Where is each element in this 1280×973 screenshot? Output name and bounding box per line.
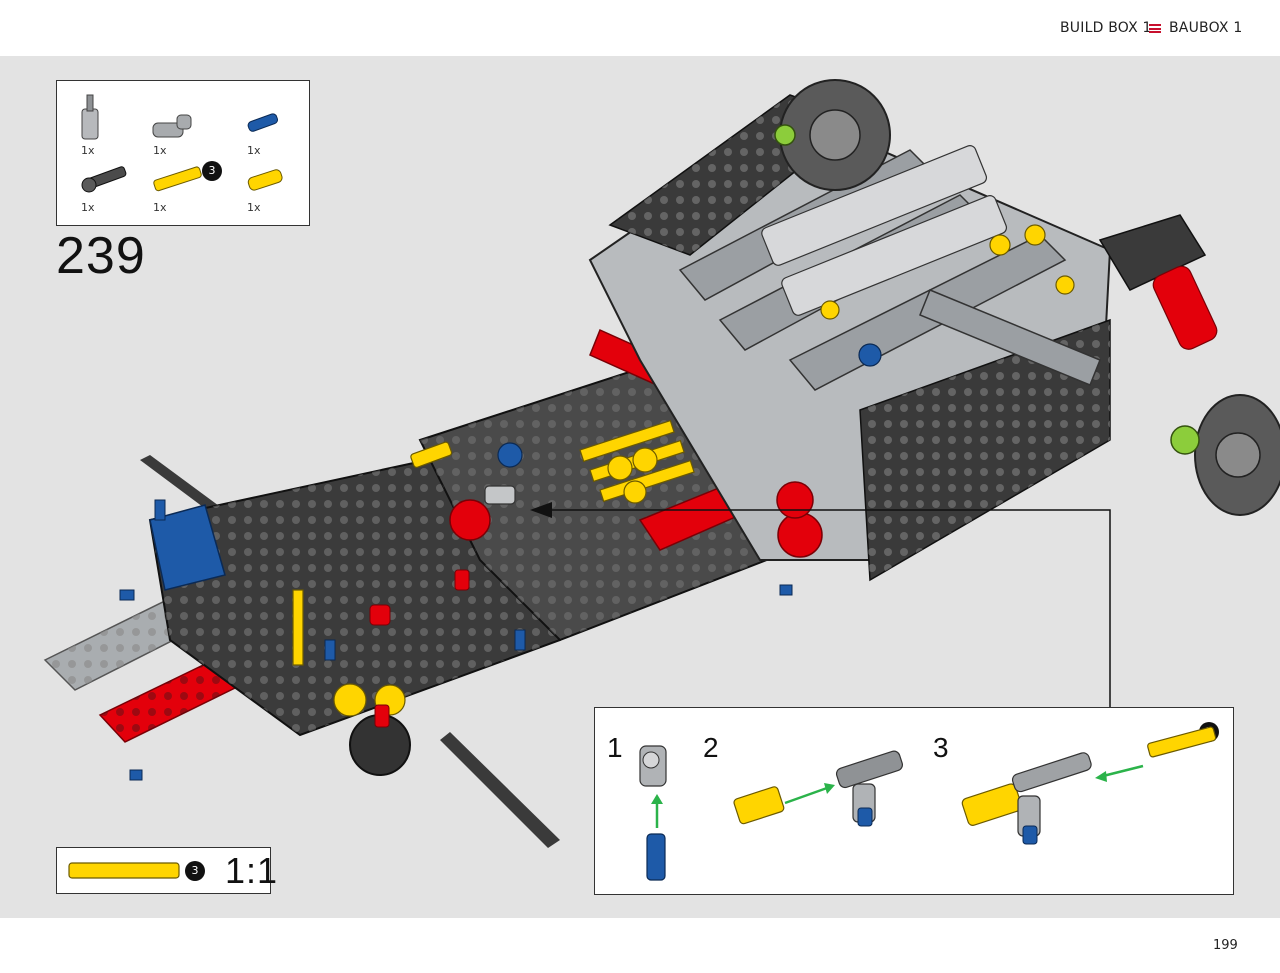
axle-length-badge: 3 xyxy=(202,161,222,181)
drive-shaft-lower xyxy=(440,732,560,848)
subassembly-callout-box: 1 2 3 3 xyxy=(594,707,1234,895)
engine-cylinders xyxy=(761,145,1008,316)
part-qty: 1x xyxy=(81,201,95,214)
part-qty: 1x xyxy=(247,201,261,214)
rear-right-suspension xyxy=(1098,214,1207,291)
sub-step-1-gray-connector-icon xyxy=(639,745,667,787)
sub-step-2-yellow-connector-icon xyxy=(733,786,785,825)
yellow-short-axle-connector-icon xyxy=(247,169,283,191)
page-number: 199 xyxy=(1213,938,1238,953)
part-qty: 1x xyxy=(153,144,167,157)
rear-right-hub xyxy=(1194,394,1280,516)
axle-scale-box: 3 1:1 xyxy=(56,847,277,894)
yellow-engine-pins xyxy=(820,224,1075,320)
callout-arrowhead xyxy=(530,502,552,518)
blue-pins xyxy=(119,499,793,781)
parts-list-box: 1x 1x 1x 1x 1x 1x 3 xyxy=(56,80,310,226)
sub-step-number: 2 xyxy=(703,732,719,763)
green-connector xyxy=(1170,425,1200,455)
part-qty: 1x xyxy=(153,201,167,214)
sub-step-3-assembled-connector-icon xyxy=(961,752,1092,845)
part-qty: 1x xyxy=(247,144,261,157)
dark-gray-axle-with-stop-icon xyxy=(81,166,127,193)
subassembly-illustrations xyxy=(639,726,1217,881)
target-connector xyxy=(484,485,516,505)
blue-axle-pin-icon xyxy=(247,113,278,132)
scale-ratio: 1:1 xyxy=(225,850,279,891)
front-yellow-axle xyxy=(292,589,304,666)
sub-step-1-blue-pin-icon xyxy=(646,833,666,881)
sub-step-2-assembled-connector-icon xyxy=(835,750,903,827)
step-number: 239 xyxy=(56,227,146,285)
page-header: BUILD BOX 1 BAUBOX 1 xyxy=(0,0,1280,56)
rear-left-hub xyxy=(779,79,891,191)
sub-step-3-yellow-axle-icon xyxy=(1147,726,1217,758)
yellow-axle-3-icon xyxy=(153,166,202,192)
baubox-label: BAUBOX 1 xyxy=(1169,20,1243,36)
gray-axle-pin-connector-icon xyxy=(152,114,192,138)
axle-length-badge: 3 xyxy=(185,861,205,881)
red-gears xyxy=(449,481,823,558)
yellow-axle-front-top xyxy=(410,441,453,468)
gray-bush-axle-icon xyxy=(81,94,99,140)
parts-illustrations xyxy=(81,94,283,193)
red-bushes xyxy=(369,569,470,728)
sub-step-number: 3 xyxy=(933,732,949,763)
three-lines-icon xyxy=(1149,24,1161,33)
callout-leader-line xyxy=(550,509,1111,707)
part-qty: 1x xyxy=(81,144,95,157)
build-box-label: BUILD BOX 1 xyxy=(1060,20,1152,36)
yellow-axle-scale-icon xyxy=(68,862,180,879)
yellow-axle-cluster xyxy=(579,419,695,504)
blue-panel xyxy=(149,504,226,591)
red-shock-absorber xyxy=(1152,265,1218,350)
sub-step-number: 1 xyxy=(607,732,623,763)
